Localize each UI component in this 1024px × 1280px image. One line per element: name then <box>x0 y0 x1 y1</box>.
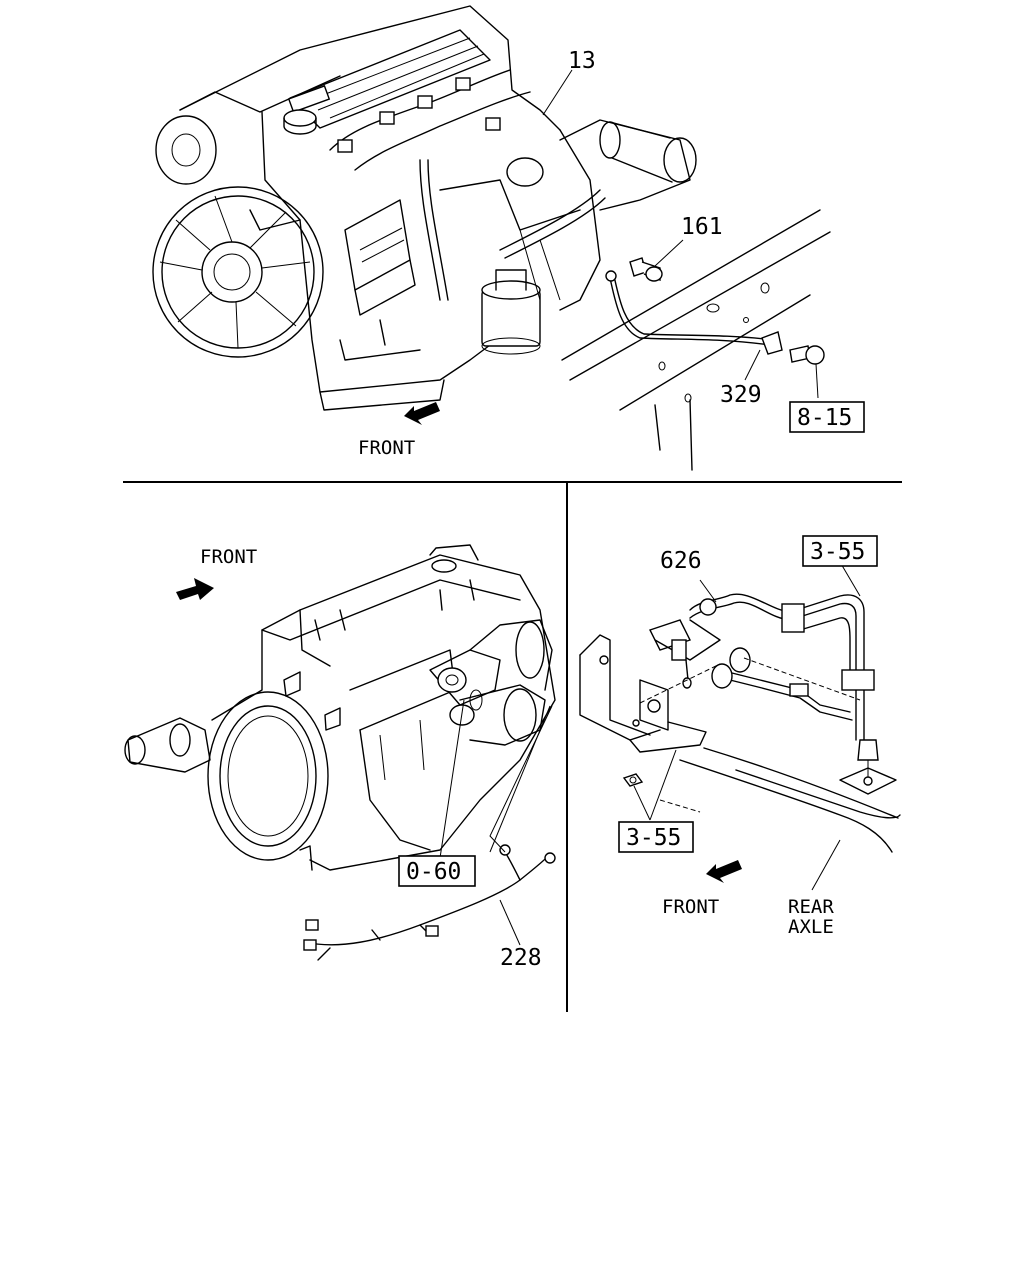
leader-13 <box>542 69 573 116</box>
ground-cable-329 <box>605 270 783 355</box>
ref-box-0-60-frame <box>398 855 476 887</box>
callout-161: 161 <box>681 214 723 240</box>
bolt-161 <box>629 257 663 282</box>
leader-harness-2 <box>489 705 553 853</box>
ref-box-3-55-top-frame <box>802 535 878 567</box>
leader-228 <box>499 899 521 946</box>
leader-161 <box>654 239 684 267</box>
direction-label-right: FRONT <box>662 896 719 918</box>
callout-228: 228 <box>500 945 542 971</box>
leader-626 <box>699 579 717 603</box>
right-bracket-drawing <box>579 593 897 795</box>
bolt-8-15 <box>789 345 825 399</box>
direction-label-top: FRONT <box>358 437 415 459</box>
leader-329 <box>744 349 761 381</box>
callout-13: 13 <box>568 48 596 74</box>
leader-0-60 <box>439 699 465 859</box>
leader-3-55-top <box>839 561 861 597</box>
ref-box-8-15-frame <box>789 401 865 433</box>
top-frame-rail <box>561 209 831 471</box>
leader-rear-axle <box>811 839 841 891</box>
callout-329: 329 <box>720 382 762 408</box>
top-engine-drawing <box>152 5 697 411</box>
ref-box-3-55-bottom: 3-55 <box>626 825 681 851</box>
direction-label-left: FRONT <box>200 546 257 568</box>
ref-box-8-15: 8-15 <box>797 405 852 431</box>
ref-box-0-60: 0-60 <box>406 859 461 885</box>
leader-3-55-bottom-b <box>649 749 677 821</box>
rear-axle-frame <box>659 747 901 853</box>
ref-box-3-55-top: 3-55 <box>810 539 865 565</box>
leader-3-55-bottom-a <box>633 785 651 821</box>
rear-axle-label-line1: REAR <box>788 896 834 918</box>
front-arrow-left <box>176 578 214 600</box>
front-arrow-top <box>404 402 440 425</box>
front-arrow-right <box>706 860 742 883</box>
callout-626: 626 <box>660 548 702 574</box>
ref-box-3-55-bottom-frame <box>618 821 694 853</box>
leader-harness <box>489 705 551 853</box>
wire-harness-228 <box>303 844 556 961</box>
rear-axle-label-line2: AXLE <box>788 916 834 938</box>
